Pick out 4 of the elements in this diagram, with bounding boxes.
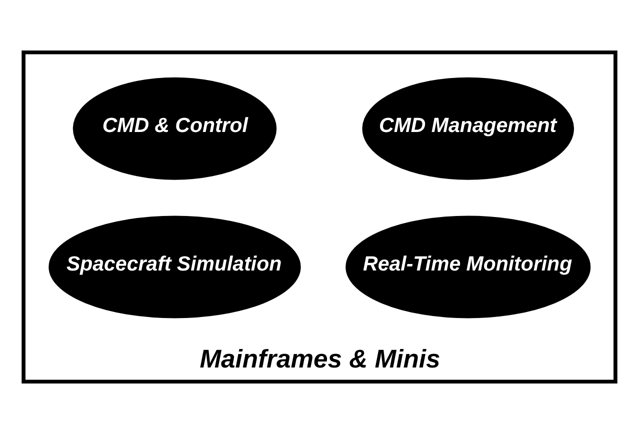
node-ellipse: Real-Time Monitoring bbox=[346, 215, 591, 318]
node-ellipse: CMD & Control bbox=[72, 76, 277, 180]
node-ellipse: Spacecraft Simulation bbox=[48, 215, 301, 318]
node-ellipse: CMD Management bbox=[362, 76, 574, 180]
